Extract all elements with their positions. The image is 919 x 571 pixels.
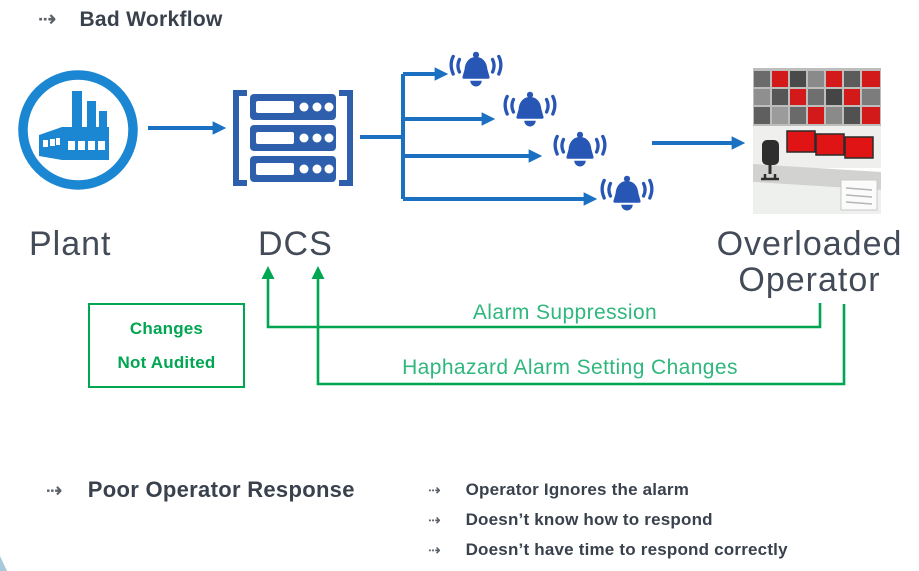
alarm-suppression-label: Alarm Suppression [472, 301, 658, 324]
ringing-bell-icon [553, 131, 607, 167]
changes-not-audited-box: Changes Not Audited [88, 303, 245, 388]
plant-label: Plant [29, 225, 112, 263]
bullet-text: Doesn’t know how to respond [465, 510, 713, 529]
server-rack-icon [233, 90, 353, 186]
dcs-label: DCS [258, 225, 333, 263]
poor-response-heading-row: ⇢ Poor Operator Response [46, 477, 355, 503]
dashed-arrow-icon: ⇢ [428, 480, 441, 499]
dashed-arrow-icon: ⇢ [38, 7, 56, 32]
slide-title: Bad Workflow [79, 8, 223, 31]
poor-response-bullet-2: ⇢ Doesn’t know how to respond [428, 510, 713, 530]
poor-response-heading: Poor Operator Response [87, 477, 355, 502]
dashed-arrow-icon: ⇢ [428, 540, 441, 559]
changes-box-line1: Changes [129, 318, 204, 338]
operator-label: Overloaded Operator [700, 226, 919, 298]
bullet-text: Operator Ignores the alarm [465, 480, 690, 499]
ringing-bell-icon [503, 91, 557, 127]
operator-label-line2: Operator [738, 261, 881, 299]
poor-response-bullet-3: ⇢ Doesn’t have time to respond correctly [428, 540, 788, 560]
control-room-image [753, 68, 881, 214]
changes-box-line2: Not Audited [117, 352, 216, 372]
operator-label-line1: Overloaded [716, 225, 903, 263]
ringing-bell-icon [600, 175, 654, 211]
haphazard-changes-label: Haphazard Alarm Setting Changes [402, 356, 738, 379]
bullet-text: Doesn’t have time to respond correctly [465, 540, 788, 559]
dashed-arrow-icon: ⇢ [428, 510, 441, 529]
corner-decoration [0, 556, 7, 571]
dashed-arrow-icon: ⇢ [46, 478, 63, 502]
factory-icon [18, 70, 138, 190]
poor-response-bullet-1: ⇢ Operator Ignores the alarm [428, 480, 689, 500]
ringing-bell-icon [449, 51, 503, 87]
slide-title-row: ⇢ Bad Workflow [38, 8, 223, 32]
